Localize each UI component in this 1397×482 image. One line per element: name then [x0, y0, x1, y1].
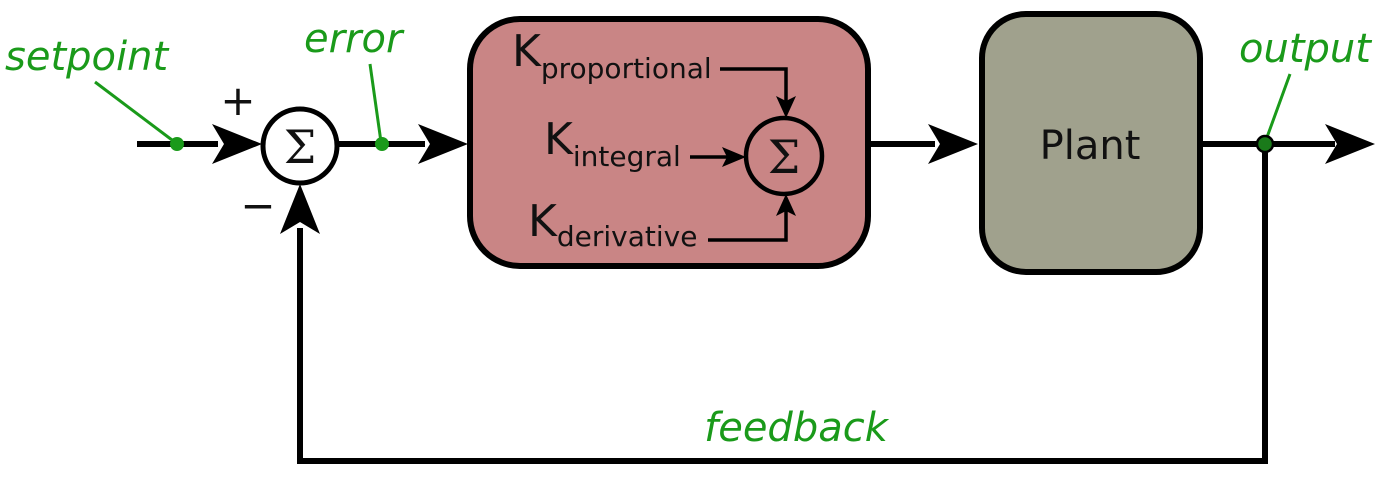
- minus-sign: −: [240, 181, 275, 230]
- k-proportional-label: Kproportional: [512, 26, 712, 85]
- error-label: error: [304, 16, 405, 62]
- feedback-label: feedback: [704, 405, 890, 451]
- pid-sum-symbol: Σ: [768, 130, 801, 184]
- output-leader-line: [1264, 73, 1292, 141]
- feedback-path: [297, 144, 1268, 464]
- pid-summing-junction: [743, 115, 825, 197]
- setpoint-label: setpoint: [5, 34, 169, 80]
- k-integral-label: Kintegral: [544, 114, 681, 173]
- setpoint-leader-line: [94, 80, 177, 145]
- output-marker: [1255, 134, 1275, 154]
- k-derivative-label: Kderivative: [528, 196, 697, 253]
- k-derivative-wire: [708, 210, 788, 242]
- control-signal-arrowhead: [928, 124, 978, 164]
- k-integral-arrowhead: [722, 147, 746, 167]
- k-proportional-arrowhead: [776, 96, 796, 118]
- error-sum-symbol: Σ: [284, 120, 317, 174]
- setpoint-arrowhead: [212, 124, 262, 164]
- k-proportional-wire: [720, 67, 788, 102]
- output-label: output: [1239, 26, 1372, 72]
- plant-label: Plant: [1040, 123, 1141, 169]
- plus-sign: +: [220, 76, 255, 125]
- error-leader-line: [368, 63, 383, 143]
- error-marker: [375, 137, 389, 151]
- error-arrowhead: [418, 124, 468, 164]
- feedback-arrowhead: [280, 184, 320, 234]
- output-arrowhead: [1325, 124, 1375, 164]
- k-derivative-arrowhead: [776, 194, 796, 216]
- setpoint-marker: [170, 137, 184, 151]
